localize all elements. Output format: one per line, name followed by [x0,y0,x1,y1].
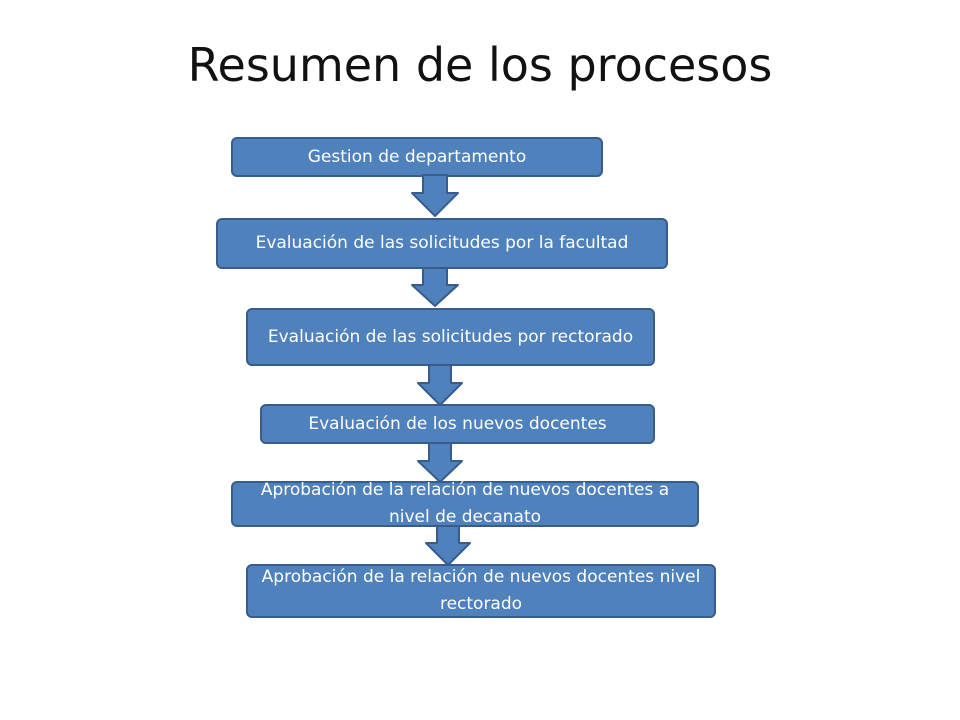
slide-title: Resumen de los procesos [187,38,773,92]
step-aprobacion-decanato: Aprobación de la relación de nuevos doce… [231,480,699,527]
step-aprobacion-rectorado: Aprobación de la relación de nuevos doce… [246,564,716,618]
down-arrow-icon [417,364,463,406]
step-evaluacion-nuevos-docentes: Evaluación de los nuevos docentes [260,404,655,444]
down-arrow-icon [425,525,471,566]
down-arrow-icon [411,267,459,307]
step-evaluacion-facultad: Evaluación de las solicitudes por la fac… [216,218,668,269]
step-evaluacion-rectorado: Evaluación de las solicitudes por rector… [246,308,655,366]
down-arrow-icon [411,174,459,217]
step-gestion-departamento: Gestion de departamento [231,137,603,177]
